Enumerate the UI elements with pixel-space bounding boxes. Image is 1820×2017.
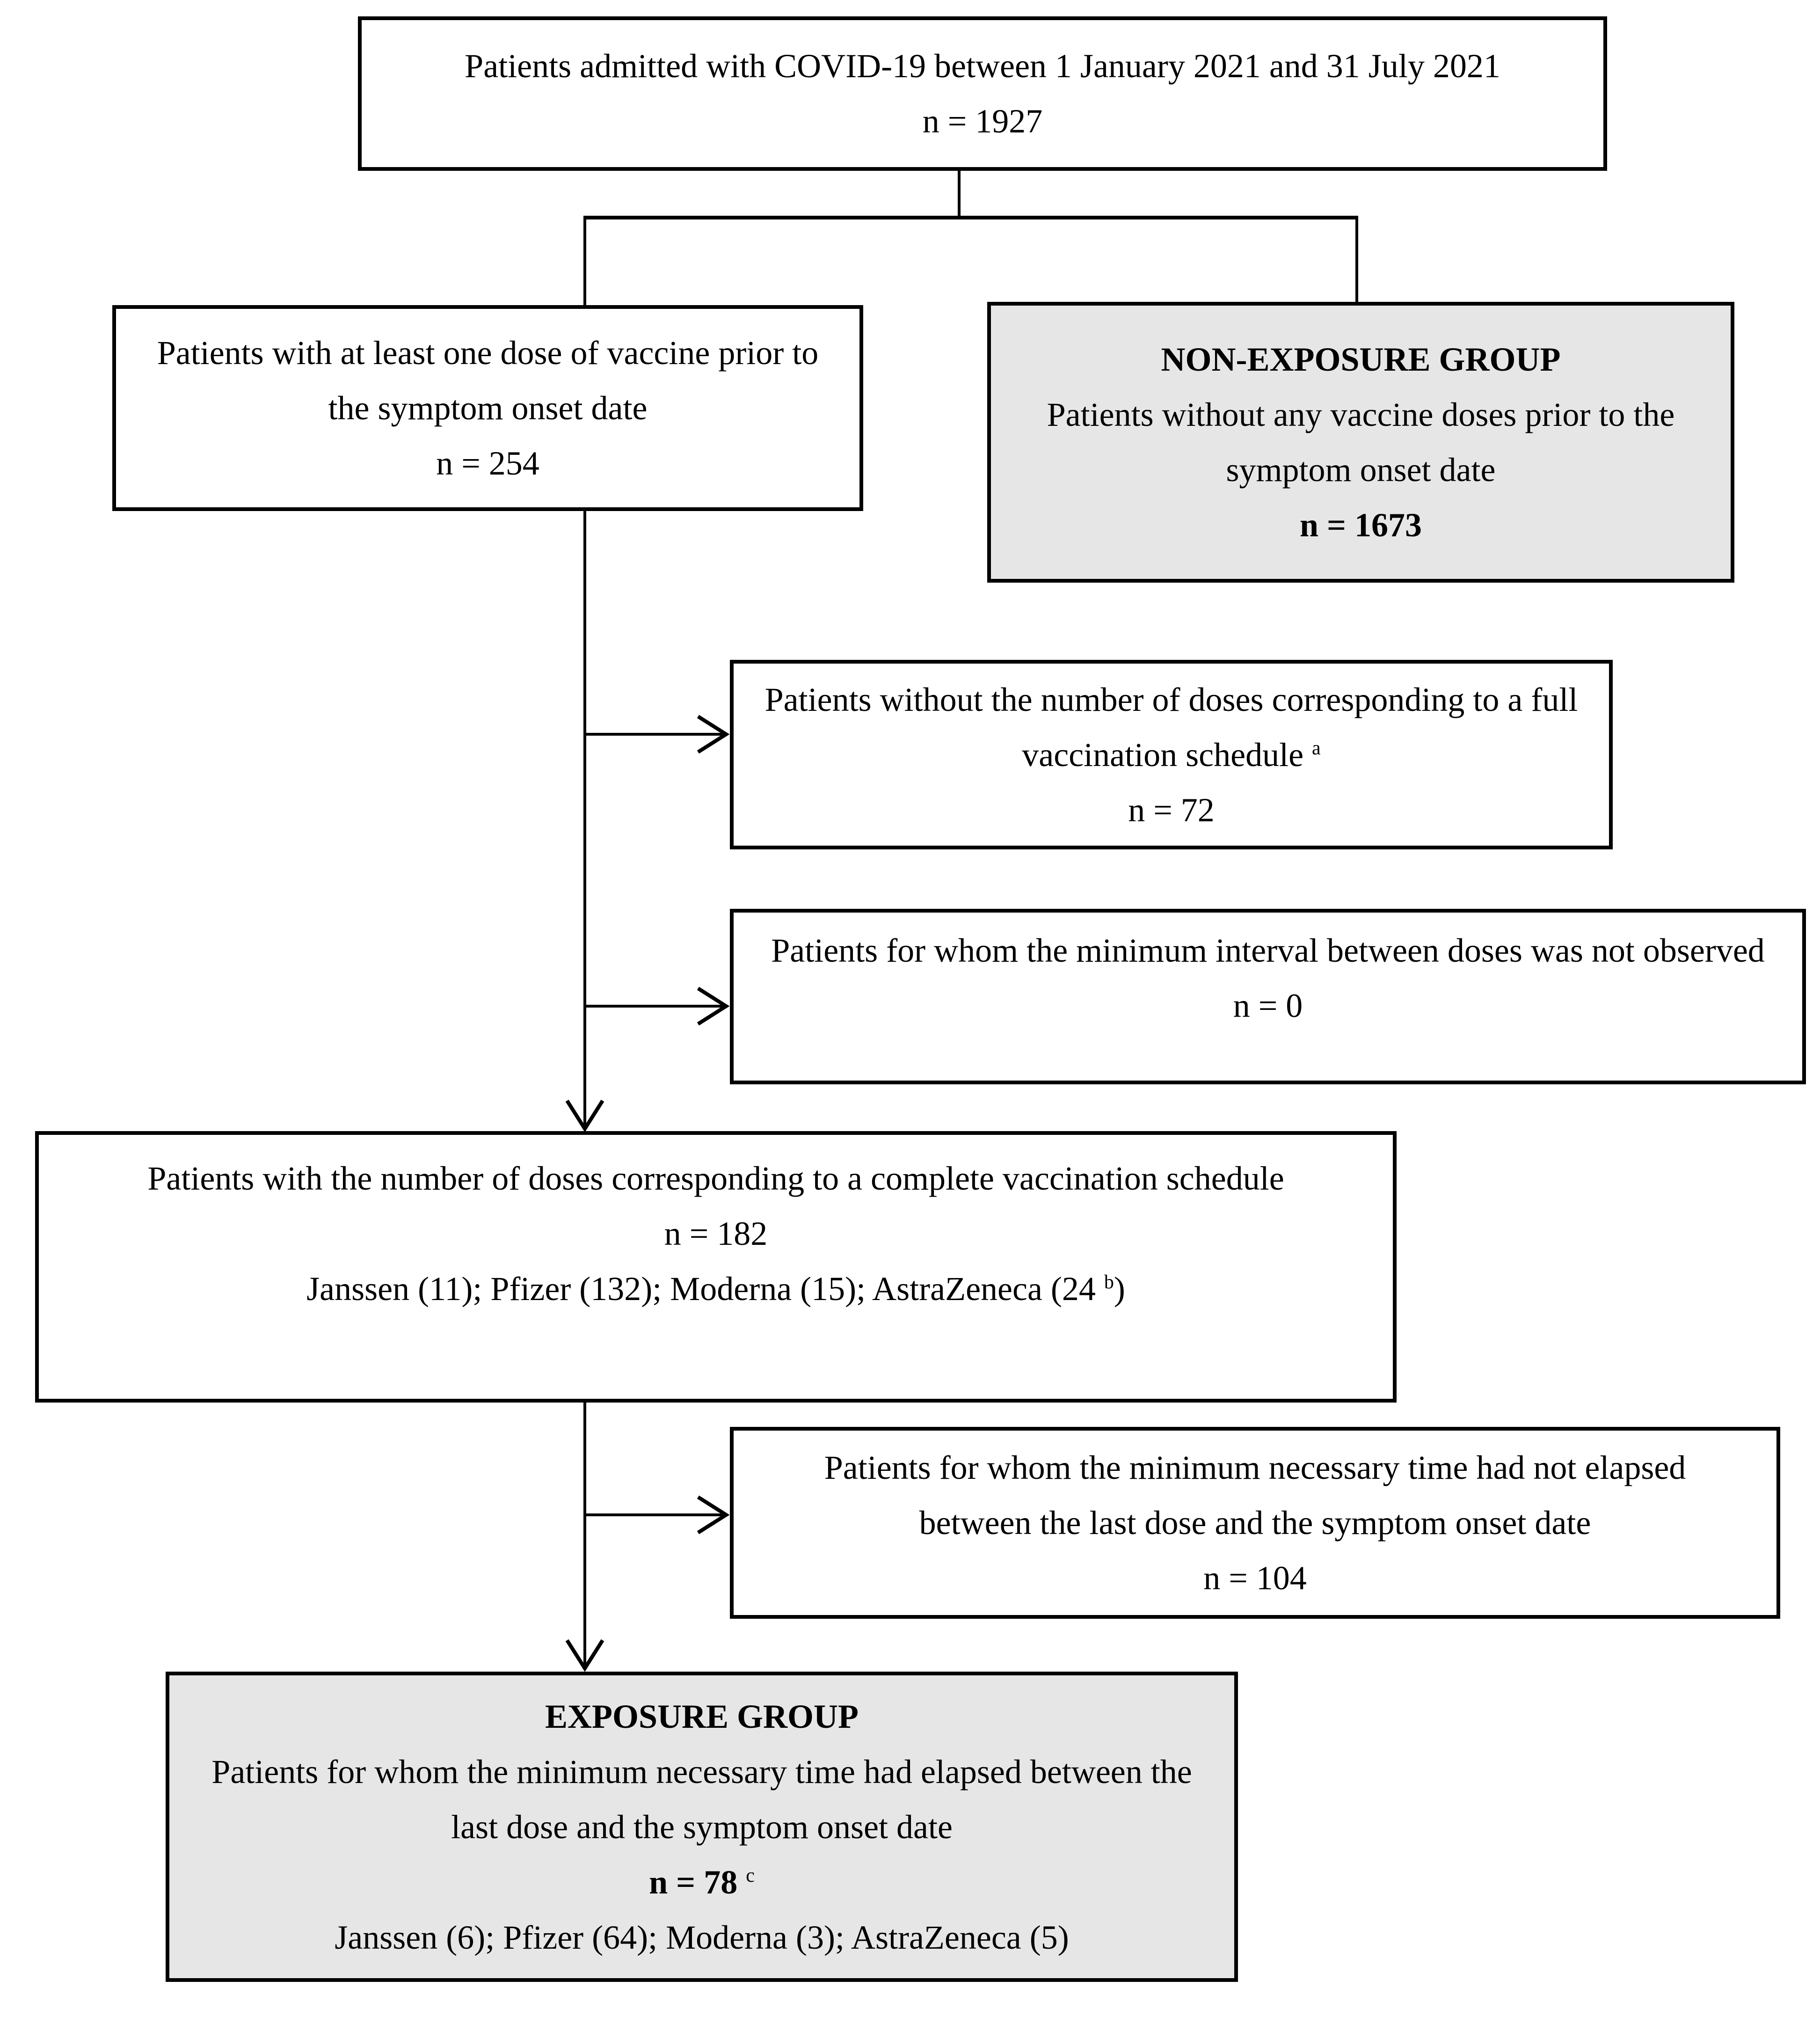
box-admitted: Patients admitted with COVID-19 between …: [358, 16, 1607, 171]
box-exposure-vaccines: Janssen (6); Pfizer (64); Moderna (3); A…: [335, 1918, 1069, 1956]
box-exposure-title: EXPOSURE GROUP: [545, 1697, 859, 1735]
box-non-exposure-text-1: Patients without any vaccine doses prior…: [1047, 396, 1675, 433]
box-non-exposure-title: NON-EXPOSURE GROUP: [1161, 341, 1561, 378]
box-complete-schedule-vaccines-main: Janssen (11); Pfizer (132); Moderna (15)…: [306, 1270, 1104, 1308]
box-min-interval-text: Patients for whom the minimum interval b…: [771, 932, 1765, 969]
box-exposure-count: n = 78 c: [649, 1855, 755, 1910]
box-non-exposure-count: n = 1673: [1299, 506, 1422, 544]
arrowhead-down-exposure: [565, 1639, 604, 1672]
box-not-full-schedule: Patients without the number of doses cor…: [730, 660, 1613, 849]
box-exposure-text-1: Patients for whom the minimum necessary …: [211, 1753, 1192, 1790]
box-exposure-count-main: n = 78: [649, 1863, 746, 1901]
box-min-interval: Patients for whom the minimum interval b…: [730, 909, 1806, 1084]
arrowhead-right-time-not-elapsed: [697, 1495, 730, 1535]
box-exposure-group: EXPOSURE GROUP Patients for whom the min…: [166, 1672, 1238, 1982]
box-not-full-schedule-text-2-main: vaccination schedule: [1022, 736, 1312, 774]
box-one-dose-text-1: Patients with at least one dose of vacci…: [157, 334, 819, 372]
box-time-not-elapsed-text-1: Patients for whom the minimum necessary …: [824, 1449, 1686, 1486]
box-complete-schedule-text: Patients with the number of doses corres…: [147, 1160, 1284, 1197]
arrowhead-right-not-full-schedule: [697, 715, 730, 754]
box-complete-schedule-vaccines: Janssen (11); Pfizer (132); Moderna (15)…: [306, 1261, 1125, 1316]
box-complete-schedule: Patients with the number of doses corres…: [35, 1131, 1397, 1403]
box-non-exposure-group: NON-EXPOSURE GROUP Patients without any …: [987, 302, 1734, 583]
box-complete-schedule-vaccines-close: ): [1114, 1270, 1125, 1308]
box-min-interval-count: n = 0: [1233, 987, 1303, 1024]
box-not-full-schedule-count: n = 72: [1128, 791, 1215, 829]
box-time-not-elapsed: Patients for whom the minimum necessary …: [730, 1427, 1780, 1619]
box-exposure-text-2: last dose and the symptom onset date: [451, 1808, 953, 1846]
arrowhead-down-complete-schedule: [565, 1099, 604, 1133]
arrowhead-right-min-interval: [697, 987, 730, 1026]
box-not-full-schedule-text-2: vaccination schedule a: [1022, 727, 1320, 782]
box-time-not-elapsed-count: n = 104: [1203, 1559, 1307, 1597]
box-admitted-text: Patients admitted with COVID-19 between …: [465, 47, 1500, 85]
footnote-a-marker: a: [1312, 737, 1321, 759]
footnote-b-marker: b: [1104, 1272, 1114, 1293]
box-admitted-count: n = 1927: [922, 102, 1043, 140]
box-time-not-elapsed-text-2: between the last dose and the symptom on…: [919, 1504, 1591, 1542]
box-one-dose-text-2: the symptom onset date: [328, 389, 648, 427]
box-complete-schedule-count: n = 182: [664, 1215, 768, 1252]
footnote-c-marker: c: [746, 1864, 755, 1886]
box-one-dose-count: n = 254: [436, 445, 539, 482]
box-one-dose: Patients with at least one dose of vacci…: [112, 305, 863, 511]
box-non-exposure-text-2: symptom onset date: [1226, 451, 1496, 489]
box-not-full-schedule-text-1: Patients without the number of doses cor…: [764, 680, 1578, 718]
